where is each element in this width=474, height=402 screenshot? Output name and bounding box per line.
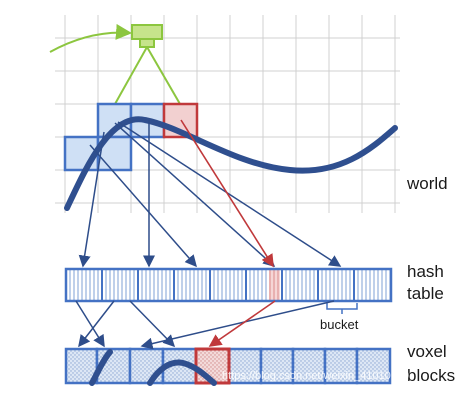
camera-motion-arrow [49, 23, 132, 53]
bucket-bracket [326, 303, 358, 314]
voxel-block-highlighted [194, 347, 231, 385]
voxel-block [259, 347, 295, 385]
voxel-block [128, 347, 165, 385]
surface-curve [64, 116, 398, 211]
voxel-block [355, 347, 392, 385]
voxel-surface-fragments [89, 349, 217, 386]
voxel-blocks-row [64, 347, 392, 385]
bucket-label: bucket [320, 317, 359, 332]
blocks-label: blocks [407, 366, 455, 385]
world-label: world [406, 174, 448, 193]
world-to-hash-arrows [78, 120, 342, 268]
world-grid [55, 15, 400, 213]
world-to-hash-arrow-highlighted [180, 119, 274, 268]
watermark: https://blog.csdn.net/weixin_41010199 [222, 370, 409, 382]
hash-label: hash [407, 262, 444, 281]
voxel-block [227, 347, 263, 385]
voxel-label: voxel [407, 342, 447, 361]
table-label: table [407, 284, 444, 303]
voxel-block [95, 347, 132, 385]
hash-table [64, 267, 393, 303]
voxel-block [291, 347, 327, 385]
camera-frustum [114, 46, 181, 105]
hash-to-voxel-arrow-highlighted [208, 300, 276, 347]
voxel-block [323, 347, 359, 385]
camera-icon [131, 24, 163, 48]
hash-table-highlighted-entry [269, 269, 280, 301]
hash-to-voxel-arrows [75, 300, 335, 350]
